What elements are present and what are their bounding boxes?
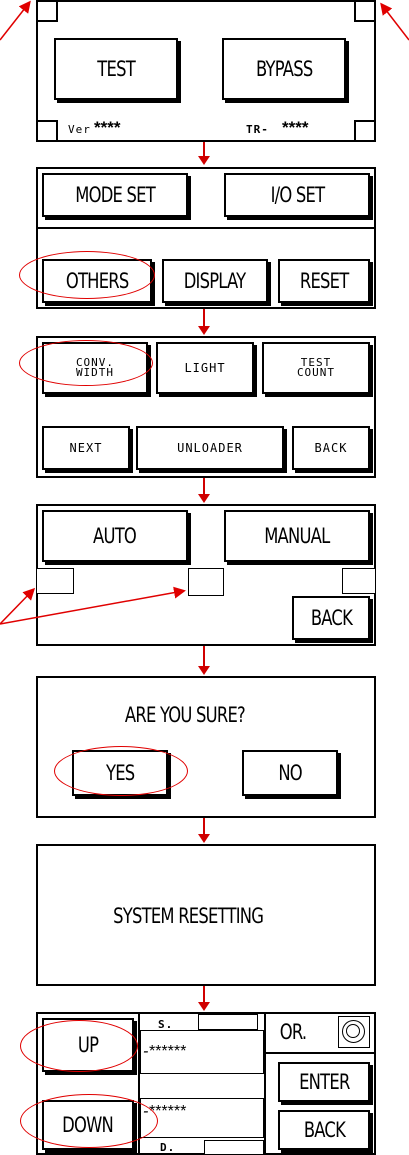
manual-button[interactable]: MANUAL bbox=[224, 510, 370, 562]
back-button-mode-label: BACK bbox=[310, 606, 351, 630]
auto-button-label: AUTO bbox=[94, 524, 137, 548]
separator-line bbox=[38, 227, 374, 229]
reset-button-label: RESET bbox=[300, 269, 349, 293]
down-button-label: DOWN bbox=[63, 1113, 114, 1137]
hidden-touch-right[interactable] bbox=[342, 568, 376, 594]
tr-value: **** bbox=[282, 118, 308, 138]
flow-arrow-4 bbox=[203, 646, 205, 666]
flow-arrow-3-head bbox=[198, 494, 210, 503]
back-button-others[interactable]: BACK bbox=[292, 426, 370, 470]
up-button[interactable]: UP bbox=[42, 1018, 134, 1072]
test-button-label: TEST bbox=[97, 57, 135, 81]
flow-arrow-1 bbox=[203, 142, 205, 156]
flow-arrow-1-head bbox=[198, 156, 210, 165]
flow-arrow-4-head bbox=[198, 666, 210, 675]
display-button[interactable]: DISPLAY bbox=[162, 259, 268, 303]
lower-value: -****** bbox=[143, 1103, 186, 1121]
back-button-others-label: BACK bbox=[315, 441, 348, 455]
corner-touch-bottom-right[interactable] bbox=[354, 120, 376, 142]
unloader-button-label: UNLOADER bbox=[177, 441, 243, 455]
origin-lamp-ring bbox=[342, 1020, 365, 1043]
pointer-arrow-hidden-left bbox=[0, 590, 33, 624]
flow-arrow-5-head bbox=[198, 834, 210, 843]
screen-main: TEST BYPASS Ver **** TR- **** bbox=[36, 0, 376, 142]
corner-touch-top-left[interactable] bbox=[36, 0, 58, 22]
manual-button-label: MANUAL bbox=[264, 524, 329, 548]
conv-width-button-label: CONV. WIDTH bbox=[76, 358, 114, 378]
back-button-adjust[interactable]: BACK bbox=[278, 1110, 370, 1150]
mode-set-button[interactable]: MODE SET bbox=[42, 173, 188, 217]
resetting-status: SYSTEM RESETTING bbox=[113, 904, 263, 928]
reset-button[interactable]: RESET bbox=[278, 259, 370, 303]
flow-arrow-2 bbox=[203, 309, 205, 326]
no-button[interactable]: NO bbox=[242, 750, 338, 796]
next-button[interactable]: NEXT bbox=[42, 426, 130, 470]
origin-lamp-icon bbox=[338, 1016, 370, 1048]
lower-value-box: -****** bbox=[140, 1098, 264, 1138]
tr-label: TR- bbox=[246, 123, 269, 136]
enter-button-label: ENTER bbox=[299, 1070, 349, 1094]
enter-button[interactable]: ENTER bbox=[278, 1062, 370, 1102]
down-button[interactable]: DOWN bbox=[42, 1100, 134, 1150]
corner-touch-top-right[interactable] bbox=[354, 0, 376, 22]
screen-confirm: ARE YOU SURE? YES NO bbox=[36, 676, 376, 818]
test-count-button-label: TEST COUNT bbox=[297, 358, 335, 378]
or-box: OR. bbox=[266, 1014, 376, 1054]
flow-arrow-5 bbox=[203, 818, 205, 834]
screen-mode: AUTO MANUAL BACK bbox=[36, 504, 376, 646]
origin-lamp-core bbox=[346, 1024, 360, 1038]
hidden-touch-center[interactable] bbox=[188, 568, 224, 596]
display-button-label: DISPLAY bbox=[184, 269, 246, 293]
io-set-button[interactable]: I/O SET bbox=[224, 173, 370, 217]
auto-button[interactable]: AUTO bbox=[42, 510, 188, 562]
back-button-mode[interactable]: BACK bbox=[292, 596, 370, 640]
others-button[interactable]: OTHERS bbox=[42, 259, 152, 303]
up-button-label: UP bbox=[78, 1033, 98, 1057]
d-value-box bbox=[204, 1140, 264, 1155]
d-label: D. bbox=[160, 1141, 175, 1154]
flow-arrow-6-head bbox=[198, 1002, 210, 1011]
confirm-question: ARE YOU SURE? bbox=[125, 703, 245, 727]
others-button-label: OTHERS bbox=[66, 269, 129, 293]
light-button-label: LIGHT bbox=[184, 361, 225, 375]
or-label: OR. bbox=[280, 1020, 307, 1044]
screen-menu: MODE SET I/O SET OTHERS DISPLAY RESET bbox=[36, 167, 376, 309]
corner-touch-bottom-left[interactable] bbox=[36, 120, 58, 142]
screen-width-adjust: UP DOWN S. -****** -****** D. OR. ENTER … bbox=[36, 1012, 376, 1155]
light-button[interactable]: LIGHT bbox=[156, 342, 254, 394]
flow-arrow-2-head bbox=[198, 326, 210, 335]
version-label: Ver bbox=[68, 123, 91, 136]
test-count-button[interactable]: TEST COUNT bbox=[262, 342, 370, 394]
upper-value: -****** bbox=[143, 1043, 186, 1061]
hidden-touch-left[interactable] bbox=[36, 568, 74, 594]
screen-resetting: SYSTEM RESETTING bbox=[36, 844, 376, 986]
version-value: **** bbox=[94, 118, 120, 138]
next-button-label: NEXT bbox=[70, 441, 103, 455]
back-button-adjust-label: BACK bbox=[303, 1118, 344, 1142]
upper-value-box: -****** bbox=[140, 1030, 264, 1074]
conv-width-button[interactable]: CONV. WIDTH bbox=[42, 342, 148, 394]
yes-button[interactable]: YES bbox=[72, 750, 168, 796]
test-button[interactable]: TEST bbox=[54, 38, 178, 100]
yes-button-label: YES bbox=[106, 761, 134, 785]
flow-arrow-6 bbox=[203, 986, 205, 1002]
no-button-label: NO bbox=[278, 761, 302, 785]
screen-others: CONV. WIDTH LIGHT TEST COUNT NEXT UNLOAD… bbox=[36, 336, 376, 478]
flow-arrow-3 bbox=[203, 478, 205, 494]
io-set-button-label: I/O SET bbox=[270, 183, 324, 207]
pointer-arrow-top-left bbox=[0, 3, 29, 40]
pointer-arrow-top-right bbox=[382, 5, 409, 40]
unloader-button[interactable]: UNLOADER bbox=[136, 426, 284, 470]
s-value-box bbox=[198, 1014, 258, 1030]
bypass-button-label: BYPASS bbox=[256, 57, 313, 81]
bypass-button[interactable]: BYPASS bbox=[222, 38, 346, 100]
mode-set-button-label: MODE SET bbox=[75, 183, 155, 207]
